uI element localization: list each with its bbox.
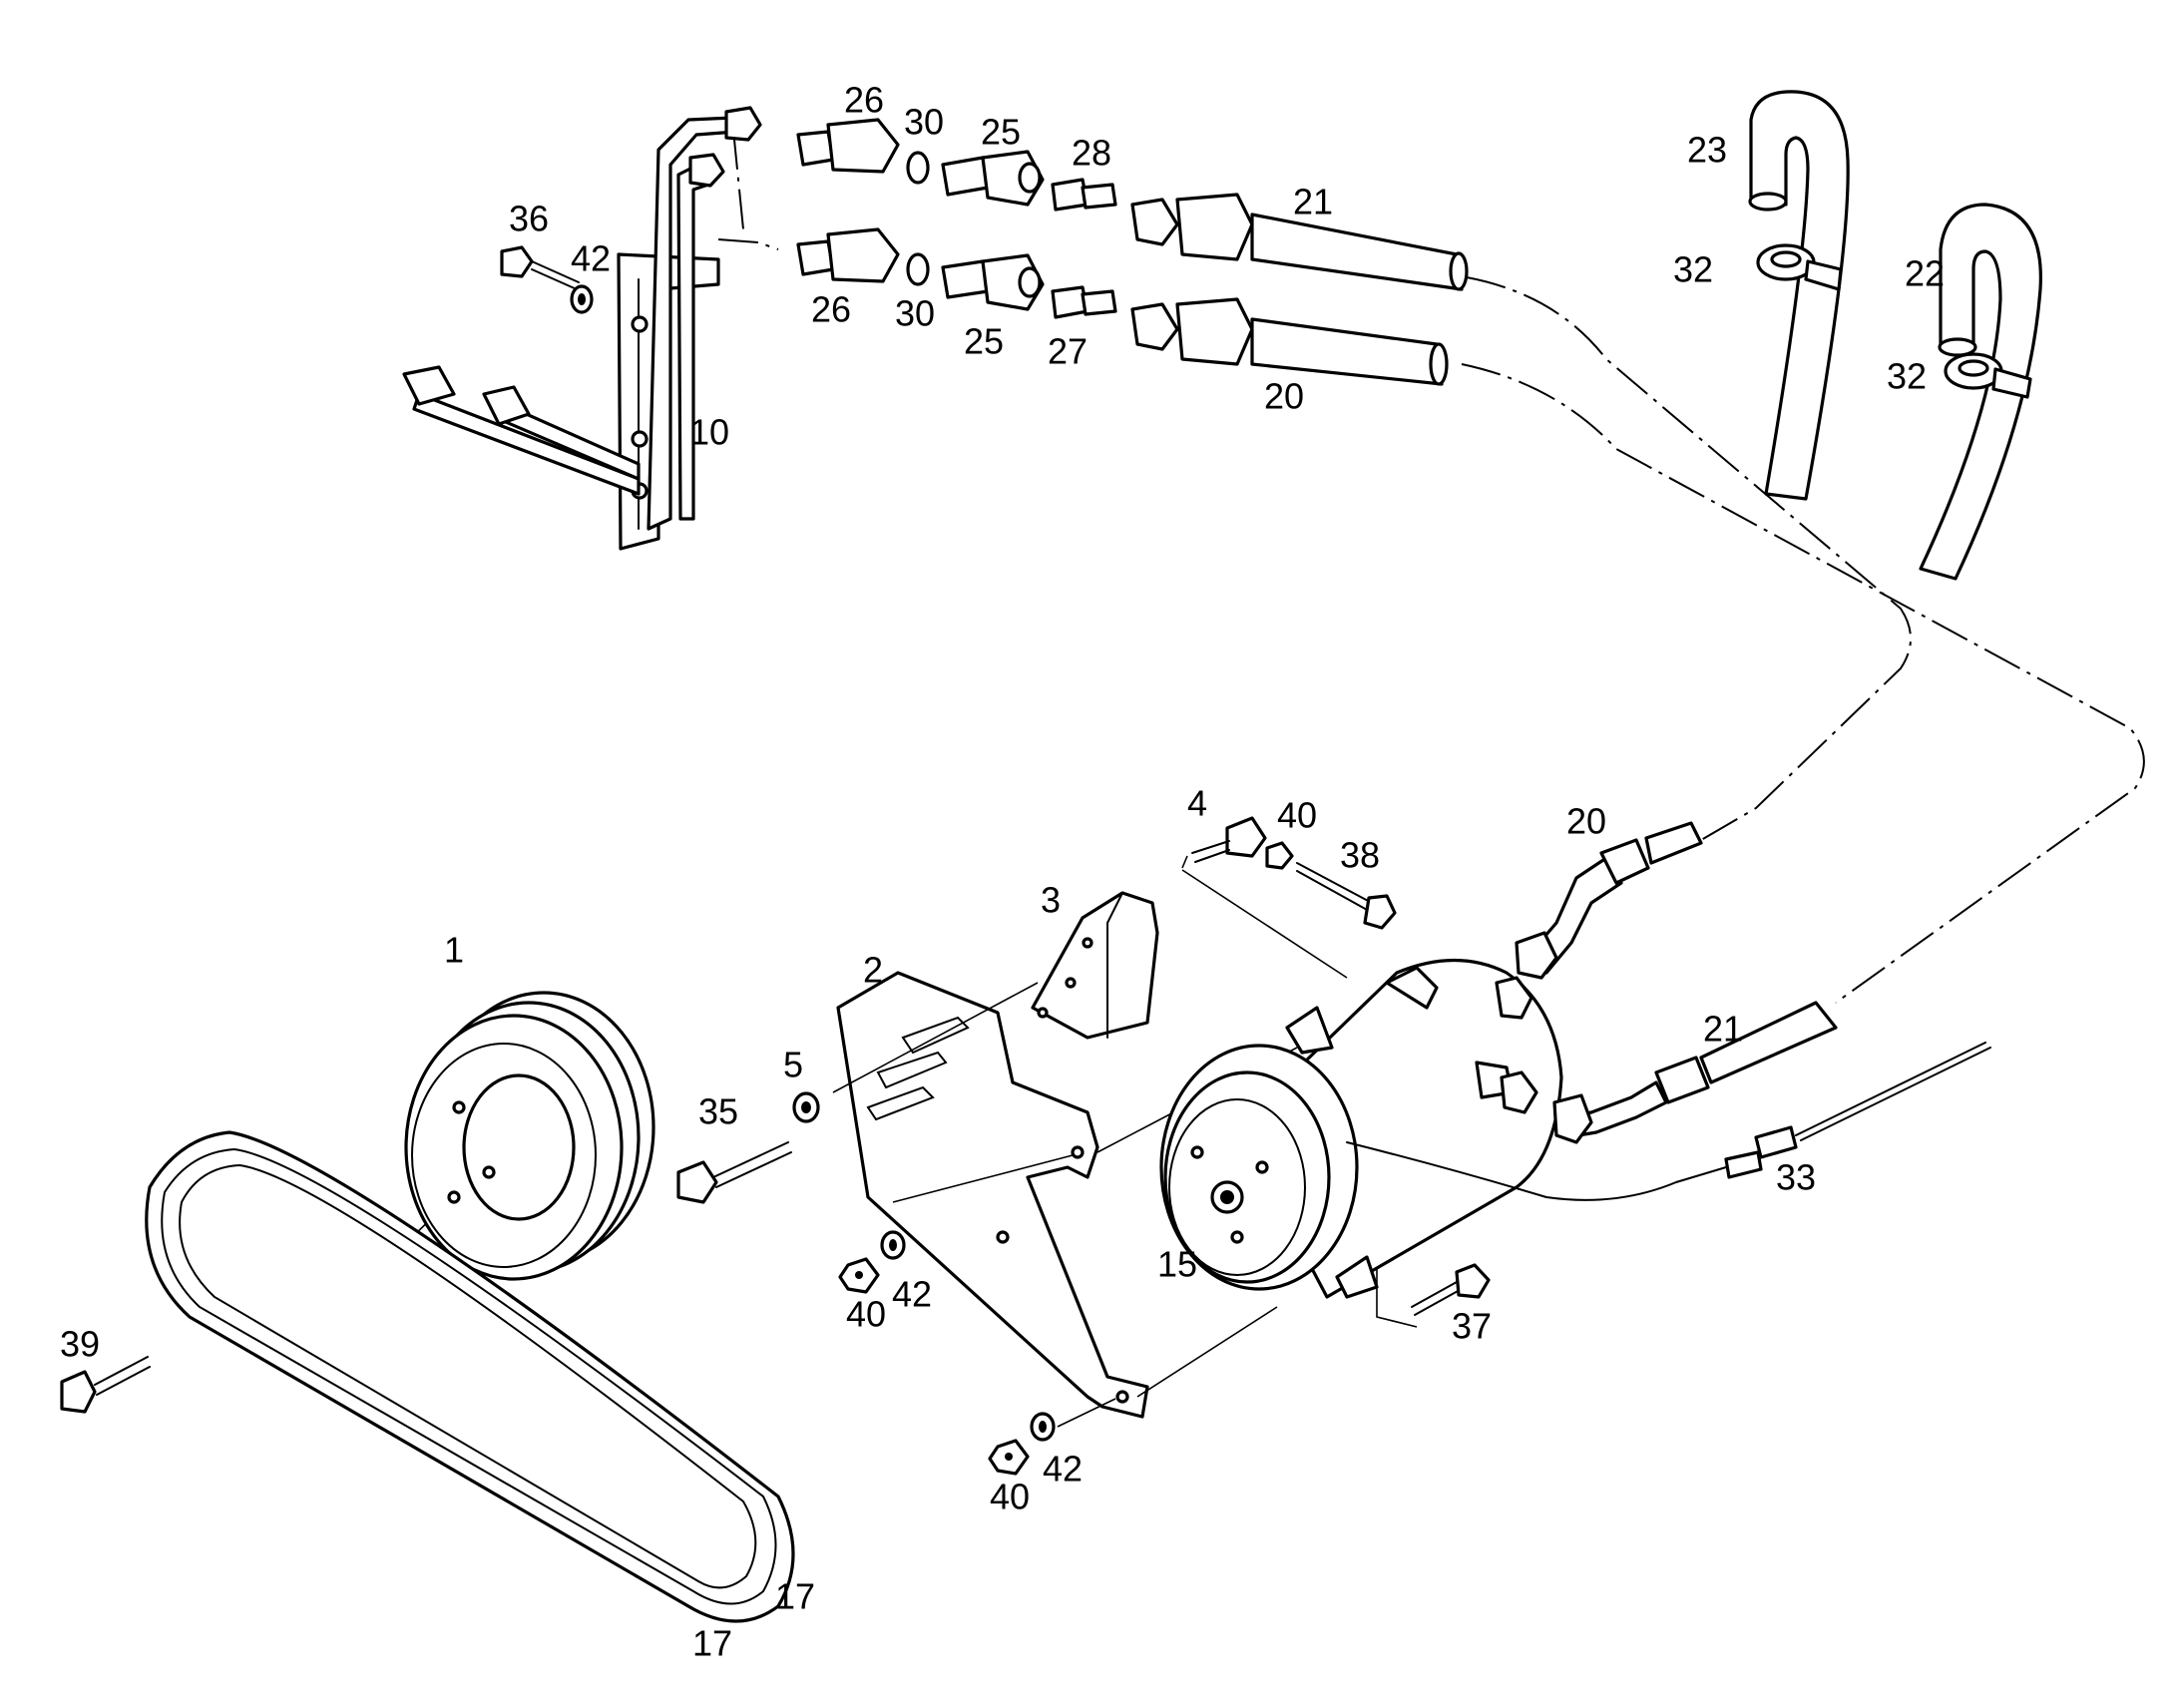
callout-42-b: 42 bbox=[892, 1274, 932, 1315]
pulley bbox=[404, 991, 655, 1281]
hose-20-compressor bbox=[1515, 821, 1703, 980]
pipe-bracket bbox=[402, 106, 762, 551]
callout-32-b: 32 bbox=[1887, 356, 1927, 397]
callout-15: 15 bbox=[1157, 1244, 1197, 1285]
callout-20-a: 20 bbox=[1264, 376, 1304, 417]
bolt-39 bbox=[60, 1356, 151, 1414]
washer-42-top bbox=[570, 284, 594, 314]
callout-21-b: 21 bbox=[1703, 1009, 1743, 1050]
callout-4: 4 bbox=[1187, 783, 1207, 824]
callout-32-a: 32 bbox=[1673, 249, 1713, 290]
hose-clamp-32-left bbox=[1756, 243, 1843, 291]
callout-40-a: 40 bbox=[1277, 795, 1317, 836]
callout-20-b: 20 bbox=[1566, 801, 1606, 842]
callout-38: 38 bbox=[1340, 835, 1380, 876]
hose-21-compressor bbox=[1552, 1001, 1838, 1144]
bolt-35 bbox=[676, 1141, 792, 1204]
washer-42-mid bbox=[880, 1230, 906, 1260]
bolt-37 bbox=[1411, 1263, 1491, 1316]
nut-40-mid bbox=[838, 1257, 880, 1294]
callout-23: 23 bbox=[1687, 130, 1727, 171]
callout-22: 22 bbox=[1905, 253, 1945, 294]
compressor bbox=[1159, 959, 1563, 1299]
callout-21-a: 21 bbox=[1293, 182, 1333, 222]
bolt-4 bbox=[1181, 816, 1267, 869]
callout-25-b: 25 bbox=[964, 321, 1004, 362]
callout-42-c: 42 bbox=[1043, 1449, 1083, 1490]
callout-40-b: 40 bbox=[846, 1294, 886, 1335]
nut-40-low bbox=[988, 1439, 1030, 1476]
nut-40-top bbox=[1265, 841, 1294, 870]
callout-2: 2 bbox=[863, 950, 883, 991]
callout-40-c: 40 bbox=[990, 1477, 1030, 1517]
callout-25-a: 25 bbox=[981, 112, 1021, 153]
callout-33: 33 bbox=[1776, 1157, 1816, 1198]
leader-bolt-4 bbox=[1181, 869, 1348, 979]
callout-26-b: 26 bbox=[811, 289, 851, 330]
bracket-2 bbox=[836, 971, 1149, 1419]
callout-17-a: 17 bbox=[775, 1576, 815, 1617]
callout-labels: 1 2 3 4 5 10 15 17 17 20 20 21 21 22 23 … bbox=[60, 80, 1945, 1664]
callout-36: 36 bbox=[509, 199, 549, 239]
wire-33 bbox=[1346, 1042, 1991, 1201]
callout-1: 1 bbox=[444, 930, 464, 971]
callout-37: 37 bbox=[1452, 1306, 1492, 1347]
v-belt bbox=[145, 1130, 795, 1623]
callout-28: 28 bbox=[1072, 133, 1111, 174]
callout-30-b: 30 bbox=[895, 293, 935, 334]
washer-42-low bbox=[1030, 1412, 1056, 1442]
callout-27: 27 bbox=[1048, 331, 1088, 372]
callout-17-b: 17 bbox=[692, 1623, 732, 1664]
fitting-row-upper bbox=[796, 118, 1469, 291]
callout-35: 35 bbox=[698, 1091, 738, 1132]
routing-lines bbox=[717, 129, 2145, 1004]
fitting-row-lower bbox=[796, 227, 1449, 386]
washer-5 bbox=[792, 1091, 820, 1123]
callout-42-a: 42 bbox=[571, 238, 611, 279]
callout-5: 5 bbox=[783, 1045, 803, 1085]
hose-22 bbox=[1919, 203, 2042, 581]
hose-clamp-32-right bbox=[1944, 352, 2032, 399]
callout-10: 10 bbox=[689, 412, 729, 453]
bracket-3 bbox=[1031, 891, 1159, 1040]
bolt-38 bbox=[1296, 862, 1397, 930]
callout-30-a: 30 bbox=[904, 102, 944, 143]
bolt-36 bbox=[500, 245, 580, 290]
callout-26-a: 26 bbox=[844, 80, 884, 121]
callout-3: 3 bbox=[1041, 880, 1061, 921]
callout-39: 39 bbox=[60, 1324, 100, 1365]
hose-23 bbox=[1748, 90, 1850, 501]
